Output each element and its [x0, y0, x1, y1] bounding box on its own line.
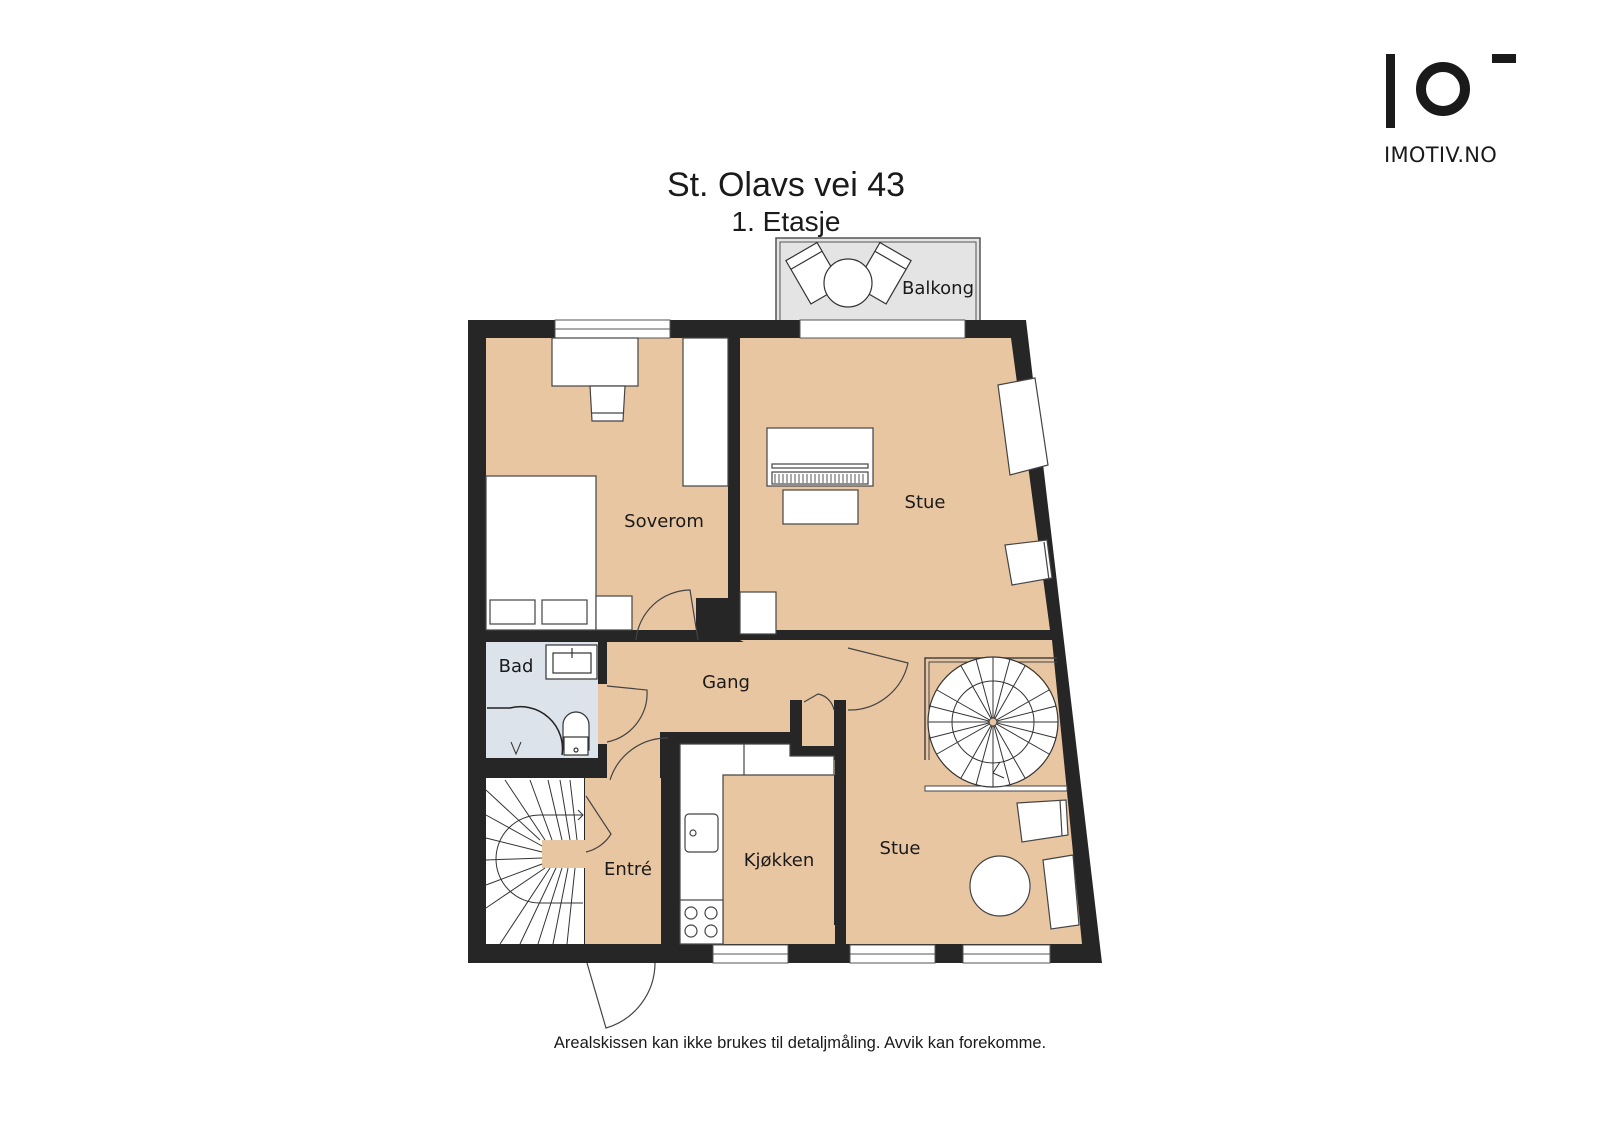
stue-upper-floor — [740, 338, 1050, 630]
wardrobe — [682, 337, 729, 487]
wall-kjokken-left — [668, 732, 680, 944]
address-title: St. Olavs vei 43 — [666, 166, 906, 204]
armchair-upper — [1004, 539, 1053, 586]
sofa — [997, 377, 1049, 476]
wall-kjokken-top — [668, 732, 790, 744]
disclaimer-text: Arealskissen kan ikke brukes til detaljm… — [553, 1034, 1047, 1052]
sofa-lower — [1042, 854, 1080, 930]
stue-door — [847, 647, 909, 711]
entre-door — [609, 737, 669, 781]
wall-soverom-stue — [728, 338, 740, 638]
piano — [766, 427, 874, 487]
nightstand — [595, 595, 633, 631]
bad-door — [606, 685, 648, 743]
wall-kjokken-right — [834, 775, 846, 925]
wall-closet-left — [790, 700, 802, 756]
soverom-door — [635, 589, 699, 641]
gang-floor — [598, 642, 850, 778]
shower-drain-icon — [510, 741, 522, 756]
round-table — [969, 855, 1031, 917]
wall-closet-bottom — [790, 746, 836, 756]
logo-text: IMOTIV.NO — [1384, 143, 1498, 167]
staircase-left — [485, 778, 587, 945]
stair-door — [585, 795, 612, 853]
side-table — [739, 591, 777, 635]
toilet — [562, 711, 590, 756]
piano-bench — [782, 489, 859, 525]
wall-entre-corner — [585, 758, 607, 778]
closet-floor — [802, 700, 834, 746]
imotiv-logo-icon — [1386, 54, 1516, 128]
stove-icon — [679, 899, 724, 945]
label-soverom: Soverom — [624, 511, 704, 532]
wall-stue-lower-left — [834, 700, 846, 760]
desk-chair — [589, 385, 626, 422]
stue-upper-furniture — [739, 377, 1053, 635]
label-bad: Bad — [499, 656, 534, 677]
floor-subtitle: 1. Etasje — [731, 206, 841, 237]
wall-soverom-bottom — [486, 630, 634, 642]
wall-bad-right-top — [598, 642, 607, 684]
front-door — [586, 962, 656, 1029]
kitchen-counters — [679, 743, 835, 945]
armchair-lower — [1016, 799, 1069, 843]
kitchen-sink — [684, 813, 719, 853]
label-balkong: Balkong — [902, 278, 974, 299]
label-entre: Entré — [604, 859, 652, 880]
wall-stue-bottom-right — [1005, 630, 1053, 640]
wall-stue-pillar — [696, 598, 740, 638]
entre-floor — [585, 778, 661, 944]
wall-bad-bottom — [486, 758, 598, 764]
balcony-table — [823, 258, 873, 308]
windows — [554, 319, 1051, 964]
label-kjokken: Kjøkken — [744, 850, 815, 871]
stue-lower-furniture — [969, 799, 1080, 930]
label-gang: Gang — [702, 672, 750, 693]
closet-door — [803, 693, 835, 711]
shower-curtain — [487, 705, 564, 756]
desk — [551, 337, 639, 387]
bad-fixtures — [487, 644, 598, 756]
label-stue-upper: Stue — [905, 492, 946, 513]
label-stue-lower: Stue — [880, 838, 921, 859]
balcony — [775, 237, 981, 331]
spiral-staircase — [924, 656, 1068, 792]
wall-stue-bottom — [740, 630, 888, 640]
soverom-furniture — [485, 337, 729, 631]
